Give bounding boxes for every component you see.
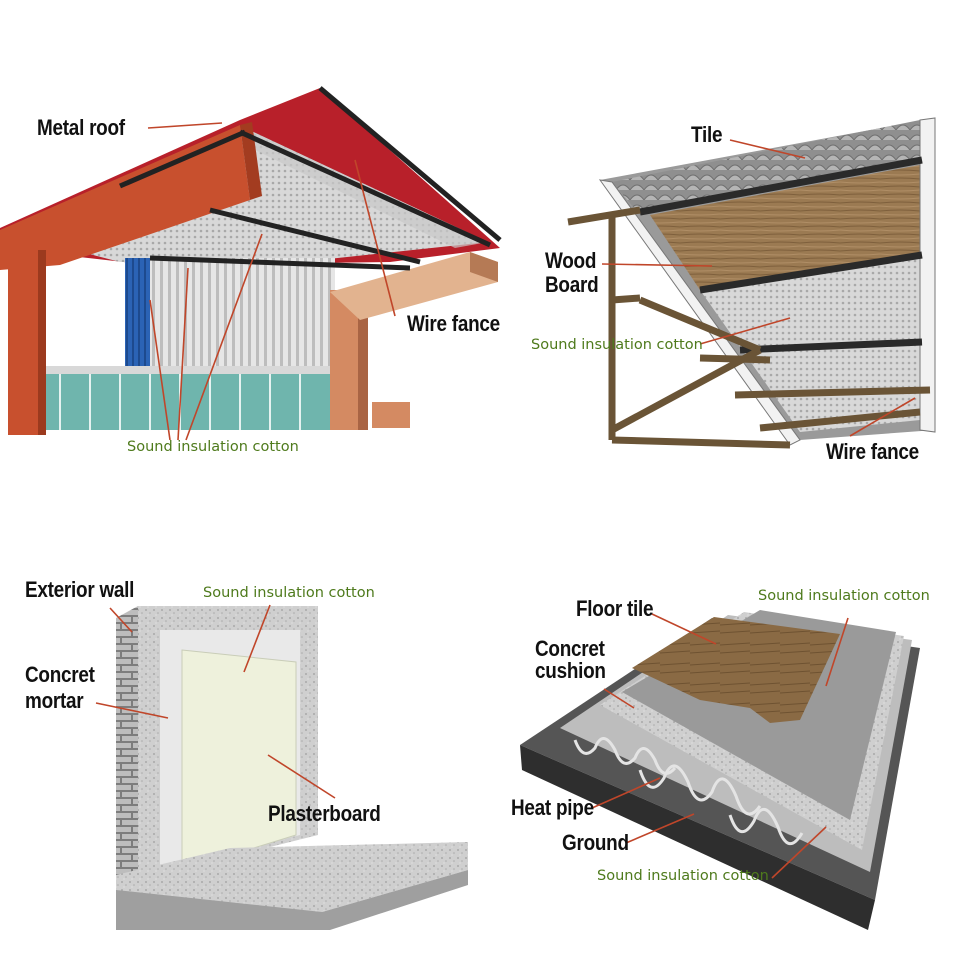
label-floor-tile: Floor tile: [576, 596, 654, 621]
label-concret-mortar-line2: mortar: [25, 688, 84, 713]
label-concret-cushion-line1: Concret: [535, 636, 605, 661]
label-wood-board-line1: Wood: [545, 248, 597, 273]
label-wire-fance-metal-roof: Wire fance: [407, 311, 500, 336]
label-ground: Ground: [562, 830, 629, 855]
label-concret-cushion-line2: cushion: [535, 658, 606, 683]
label-plasterboard: Plasterboard: [268, 801, 381, 826]
label-sound-insulation-cotton-wall: Sound insulation cotton: [203, 585, 375, 601]
label-sound-insulation-cotton-floor-top: Sound insulation cotton: [758, 588, 930, 604]
label-metal-roof: Metal roof: [37, 115, 125, 140]
label-tile: Tile: [691, 122, 723, 147]
label-exterior-wall: Exterior wall: [25, 577, 135, 602]
floor-illustration: [520, 610, 920, 930]
tile-roof-illustration: [567, 117, 936, 449]
label-sound-insulation-cotton-floor-bottom: Sound insulation cotton: [597, 868, 769, 884]
label-sound-insulation-cotton-tile-roof: Sound insulation cotton: [531, 337, 703, 353]
label-wire-fance-tile-roof: Wire fance: [826, 439, 919, 464]
label-sound-insulation-cotton-metal-roof: Sound insulation cotton: [127, 439, 299, 455]
metal-roof-illustration: [0, 86, 502, 441]
wall-illustration: [95, 604, 468, 930]
label-concret-mortar-line1: Concret: [25, 662, 95, 687]
label-heat-pipe: Heat pipe: [511, 795, 594, 820]
label-wood-board-line2: Board: [545, 272, 599, 297]
